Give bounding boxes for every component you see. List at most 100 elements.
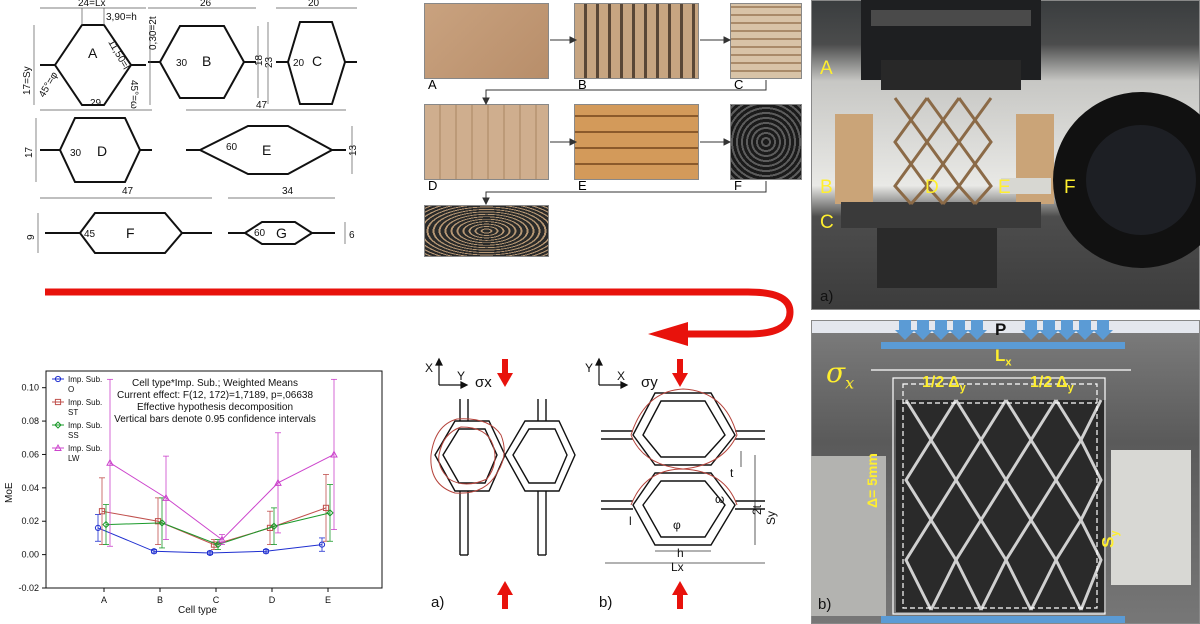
chart-point — [318, 541, 326, 548]
chart-legend-label: Imp. Sub. — [68, 398, 102, 407]
moe-chart: MoE Cell type Cell type*Imp. Sub.; Weigh… — [4, 370, 383, 616]
left-axis-y: Y — [457, 369, 465, 383]
chart-point — [326, 509, 334, 517]
dim-c-height: 23 — [264, 56, 275, 68]
press-label-b: B — [820, 177, 833, 198]
process-photo-e — [574, 104, 699, 180]
chart-point — [158, 519, 166, 527]
dim-e-lx: 47 — [256, 100, 268, 111]
chart-point — [210, 541, 218, 548]
dim-a-phi: 45°=φ — [37, 70, 61, 100]
right-label-sy: Sy — [764, 511, 778, 525]
dim-a-2t: 0,30=2t — [148, 16, 159, 50]
process-label-c: C — [734, 77, 744, 92]
chart-point — [214, 540, 222, 549]
chart-point — [206, 549, 214, 557]
press-label-e: E — [998, 177, 1011, 198]
chart-legend-label-sub: SS — [68, 431, 79, 440]
chart-title-line-4: Vertical bars denote 0.95 confidence int… — [114, 414, 316, 425]
dim-a-omega: 45°=ω — [128, 80, 139, 109]
lx-label-sub: x — [1005, 356, 1012, 369]
dim-f-angle: 45 — [84, 229, 96, 240]
chart-series-line — [109, 454, 335, 541]
chart-point — [274, 478, 282, 486]
process-arrows — [482, 36, 767, 206]
chart-point — [218, 535, 226, 543]
sigma-x-label: σx — [826, 356, 854, 393]
delta-main: Δ — [864, 497, 880, 508]
chart-point — [162, 493, 170, 501]
dim-c-lx: 20 — [308, 0, 320, 9]
half-delta-left-sub: y — [959, 382, 966, 395]
dim-a-h: 3,90=h — [106, 12, 137, 23]
process-label-f: F — [734, 178, 742, 193]
dim-f-lx: 47 — [122, 186, 134, 197]
chart-y-tick-label: 0.02 — [21, 516, 39, 526]
right-caption: b) — [599, 594, 612, 611]
flow-arrow — [45, 288, 794, 346]
chart-point — [322, 504, 330, 511]
process-photo-b — [574, 3, 699, 79]
cell-label-a: A — [88, 45, 98, 61]
chart-title-line-2: Current effect: F(12, 172)=1,7189, p=,06… — [117, 390, 313, 401]
loading-caption: b) — [818, 596, 832, 613]
sy-label-main: S — [1098, 536, 1118, 548]
right-label-lx: Lx — [671, 560, 684, 574]
cell-deformation-diagrams: X Y σx a) Y X σy — [425, 357, 778, 611]
cell-label-g: G — [276, 225, 287, 241]
chart-point — [262, 548, 270, 555]
press-caption: a) — [820, 288, 834, 305]
chart-legend-marker — [54, 421, 62, 429]
left-axis-x: X — [425, 361, 433, 375]
dim-g-lx: 34 — [282, 186, 294, 197]
chart-y-tick-label: 0.10 — [21, 383, 39, 393]
press-label-d: D — [925, 177, 939, 198]
chart-legend-label-sub: ST — [68, 408, 78, 417]
dim-b-angle: 30 — [176, 58, 188, 69]
process-label-e: E — [578, 178, 587, 193]
chart-point — [102, 520, 110, 529]
chart-point — [330, 450, 338, 458]
dim-b-height: 18 — [254, 54, 265, 66]
sigma-x-sub: x — [845, 373, 855, 393]
chart-legend-label: Imp. Sub. — [68, 375, 102, 384]
cell-label-d: D — [97, 143, 107, 159]
dim-g-height: 6 — [349, 230, 355, 241]
chart-series-line — [101, 507, 327, 546]
chart-legend-label-sub: O — [68, 385, 74, 394]
chart-point — [98, 508, 106, 515]
right-label-omega: ω — [715, 492, 724, 506]
chart-legend-label: Imp. Sub. — [68, 444, 102, 453]
sy-label-sub: y — [1108, 530, 1121, 537]
dim-f-height: 9 — [26, 234, 37, 240]
chart-plot-frame — [45, 370, 383, 589]
dim-g-angle: 60 — [254, 228, 266, 239]
cell-label-c: C — [312, 53, 322, 69]
press-label-f: F — [1064, 177, 1076, 198]
press-label-c: C — [820, 212, 834, 233]
process-photo-c — [730, 3, 802, 79]
chart-x-axis-label: Cell type — [178, 605, 217, 616]
chart-x-tick-label: B — [157, 595, 163, 605]
chart-y-tick-label: 0.00 — [21, 550, 39, 560]
chart-title-block: Cell type*Imp. Sub.; Weighted Means Curr… — [114, 378, 316, 425]
dim-d-height: 17 — [24, 146, 35, 158]
right-axis-y: Y — [585, 361, 593, 375]
dim-a-sy: 17=Sy — [22, 66, 33, 95]
chart-y-tick-label: -0.02 — [18, 583, 39, 593]
chart-y-tick-label: 0.08 — [21, 416, 39, 426]
half-delta-left-main: 1/2 Δ — [922, 374, 960, 391]
load-label-p: P — [995, 320, 1007, 339]
chart-x-tick-label: E — [325, 595, 331, 605]
half-delta-right-sub: y — [1067, 382, 1074, 395]
chart-legend-label-sub: LW — [68, 454, 80, 463]
delta-5mm-label: Δ= 5mm — [864, 388, 880, 508]
chart-x-tick-label: C — [213, 595, 220, 605]
sigma-x-main: σ — [826, 356, 846, 389]
delta-eq: = 5mm — [864, 453, 880, 498]
chart-y-tick-label: 0.06 — [21, 449, 39, 459]
chart-x-tick-label: A — [101, 595, 107, 605]
process-photo-result — [424, 205, 549, 257]
dim-c-angle: 20 — [293, 58, 305, 69]
loading-photo-drawing — [811, 320, 1191, 623]
